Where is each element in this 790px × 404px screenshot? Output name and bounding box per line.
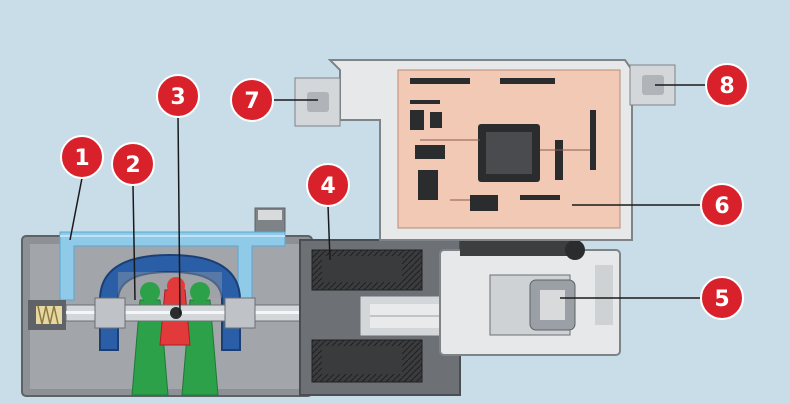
callout-4: 4 bbox=[306, 163, 350, 207]
spring-assembly bbox=[28, 300, 66, 330]
callout-marker-6 bbox=[700, 183, 744, 227]
sensor-housing bbox=[439, 240, 621, 356]
leader-line-2 bbox=[132, 184, 136, 301]
ports bbox=[131, 282, 219, 396]
callout-marker-4 bbox=[306, 163, 350, 207]
callout-1: 1 bbox=[60, 135, 104, 179]
callout-marker-7 bbox=[230, 78, 274, 122]
solenoid bbox=[299, 239, 461, 396]
leader-line-4 bbox=[327, 204, 331, 261]
callout-label-8: 8 bbox=[719, 74, 734, 99]
callout-8: 8 bbox=[705, 63, 749, 107]
callout-label-7: 7 bbox=[244, 89, 259, 114]
callout-marker-3 bbox=[156, 74, 200, 118]
callout-label-4: 4 bbox=[320, 174, 335, 199]
callout-7: 7 bbox=[230, 78, 274, 122]
leader-lines bbox=[69, 84, 706, 316]
callout-marker-1 bbox=[60, 135, 104, 179]
leader-line-1 bbox=[69, 177, 83, 241]
callout-label-3: 3 bbox=[170, 85, 185, 110]
callout-marker-5 bbox=[700, 276, 744, 320]
callout-label-1: 1 bbox=[74, 146, 89, 171]
callout-label-2: 2 bbox=[125, 153, 140, 178]
callout-5: 5 bbox=[700, 276, 744, 320]
callout-2: 2 bbox=[111, 142, 155, 186]
callout-marker-8 bbox=[705, 63, 749, 107]
callout-label-6: 6 bbox=[714, 194, 729, 219]
callout-6: 6 bbox=[700, 183, 744, 227]
callout-label-5: 5 bbox=[714, 287, 729, 312]
leader-line-3 bbox=[177, 114, 181, 316]
callout-3: 3 bbox=[156, 74, 200, 118]
chip-icon bbox=[478, 124, 540, 182]
callout-marker-2 bbox=[111, 142, 155, 186]
circuit-board bbox=[397, 69, 621, 229]
